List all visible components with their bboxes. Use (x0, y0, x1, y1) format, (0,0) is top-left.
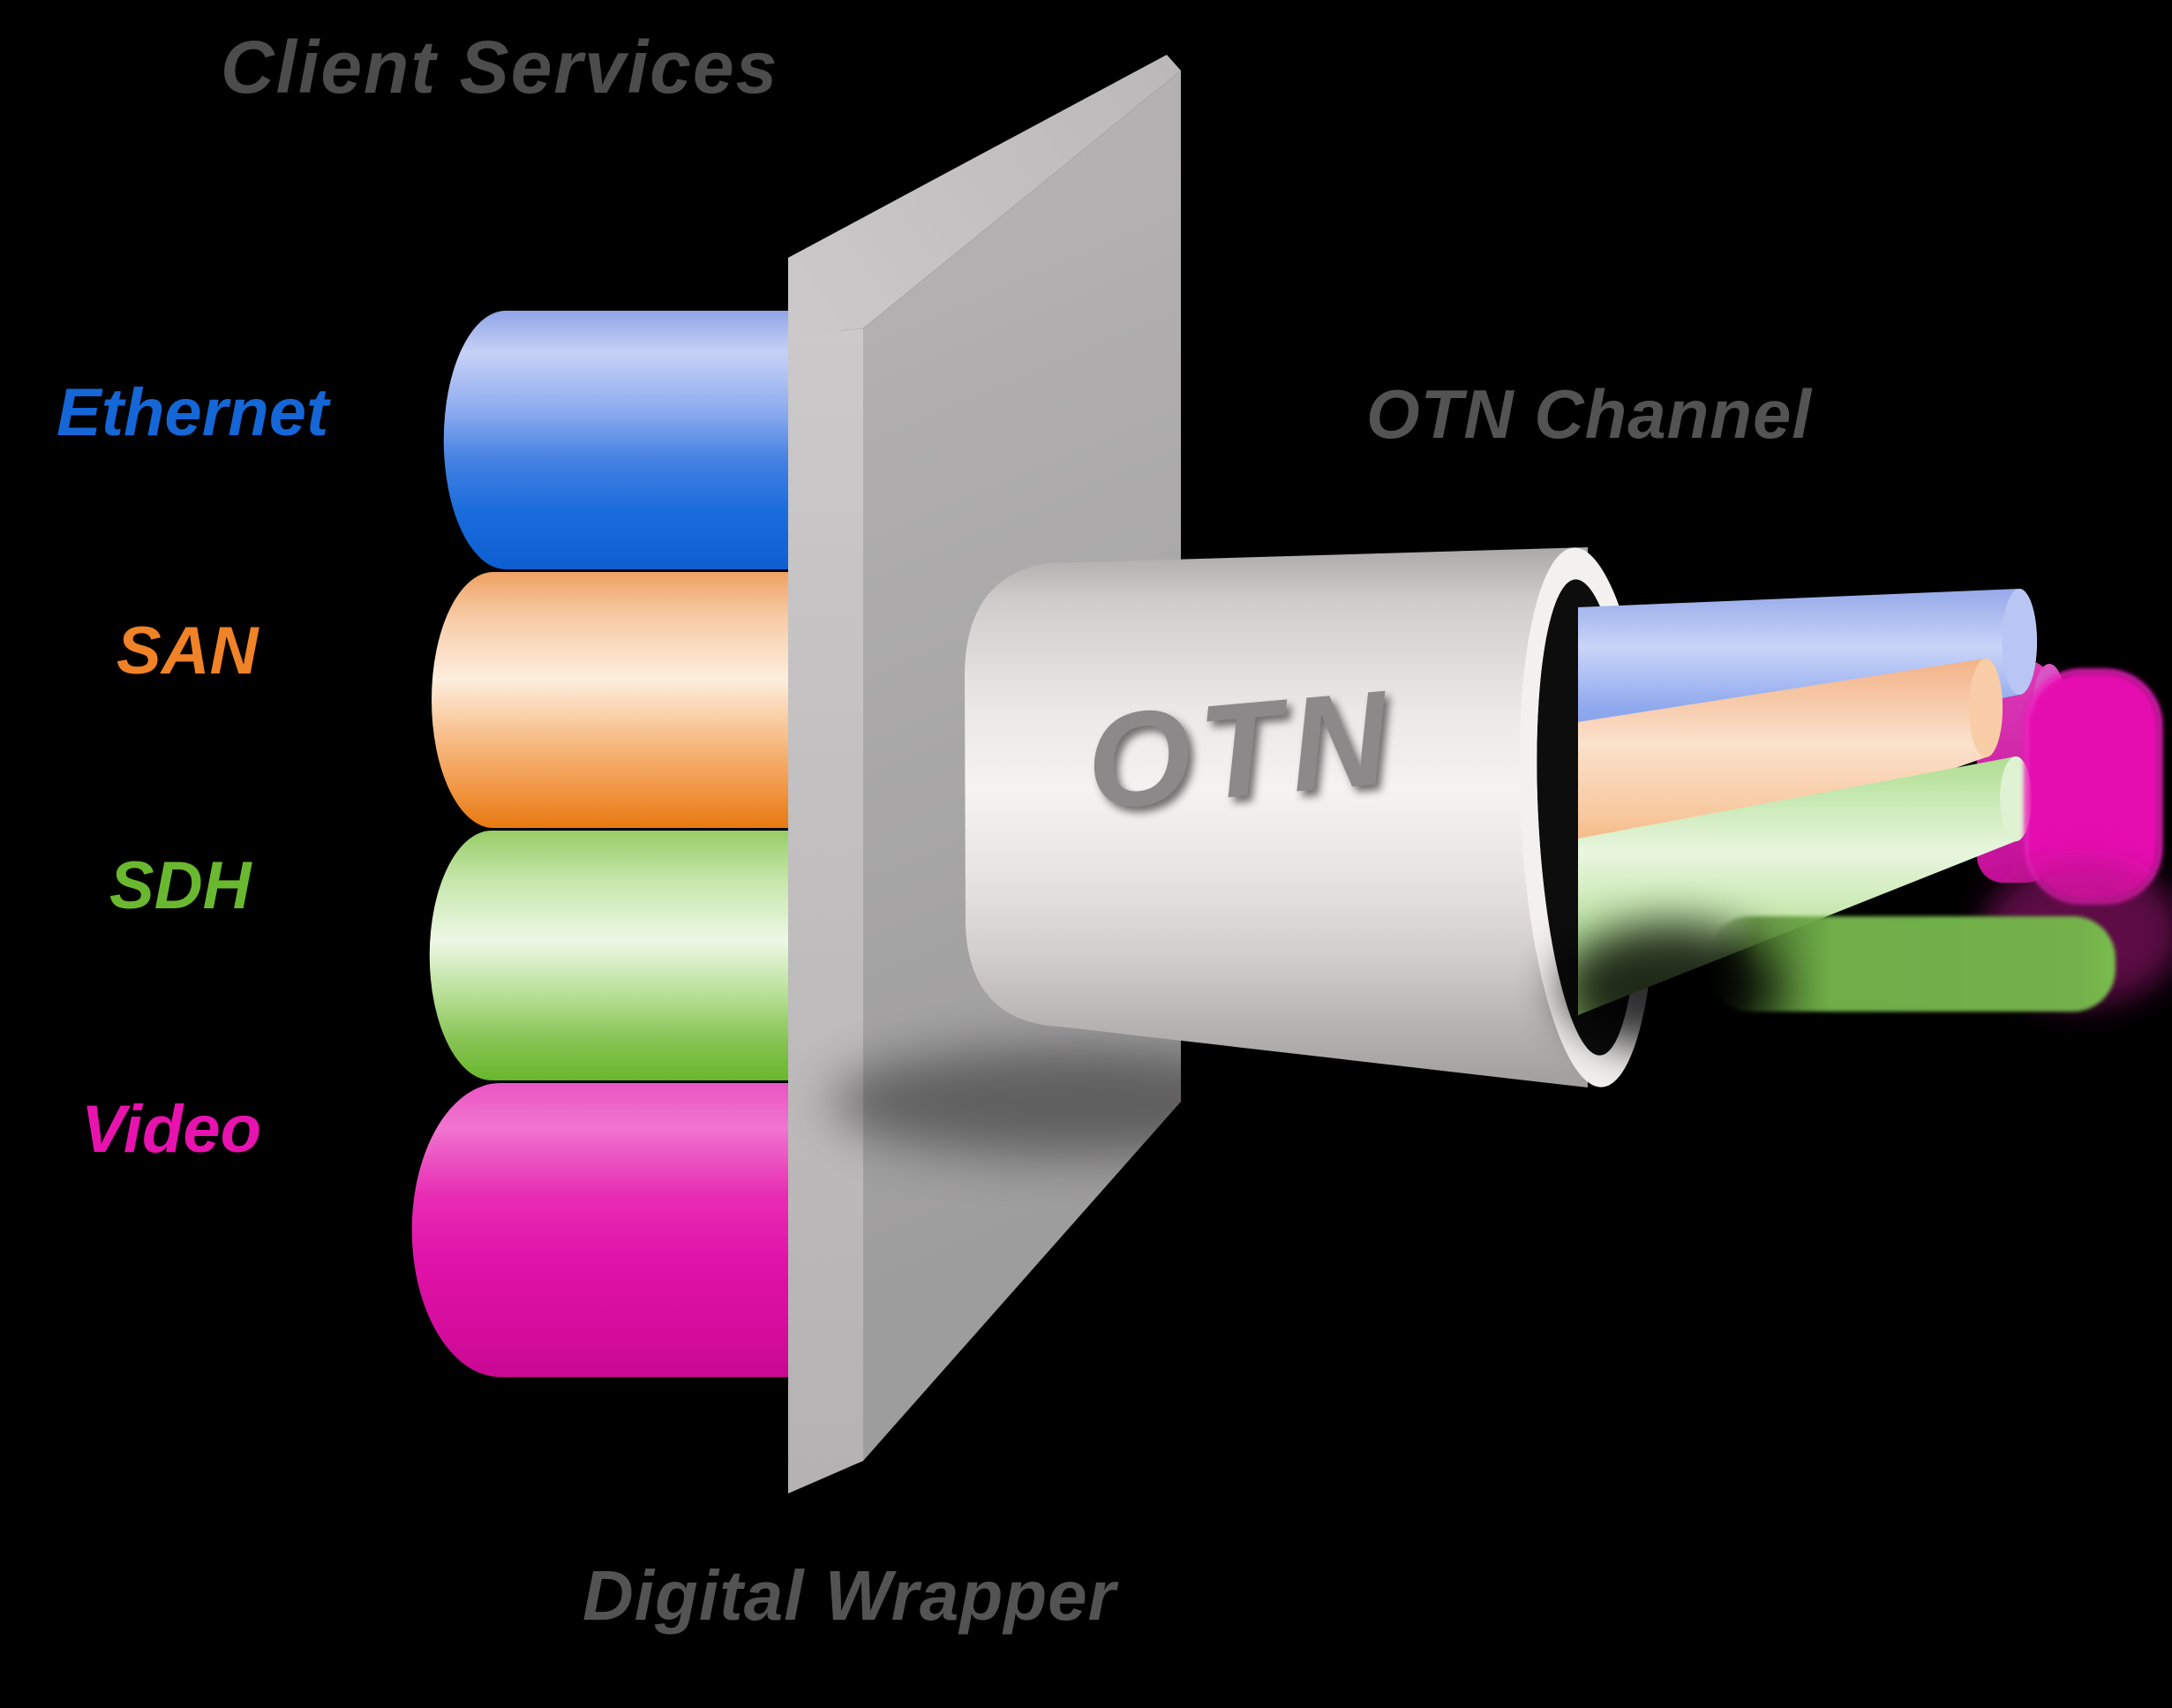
san-label: SAN (116, 613, 259, 688)
video-label: Video (81, 1092, 262, 1167)
otn-tube-label: OTN (1080, 661, 1402, 839)
ethernet-channel-cap (2002, 589, 2037, 695)
sdh-channel-cap (2000, 756, 2032, 841)
sdh-tube (429, 831, 838, 1080)
sdh-glow-shadow (1560, 923, 1781, 1050)
digital-wrapper-label: Digital Wrapper (582, 1556, 1116, 1635)
client-services-title: Client Services (221, 26, 779, 109)
otn-channel-label: OTN Channel (1366, 375, 1813, 453)
ethernet-label: Ethernet (56, 375, 329, 450)
otn-tube-body (965, 547, 1588, 1087)
video-tube (411, 1083, 838, 1377)
san-channel-cap (1969, 658, 2003, 757)
sdh-glow (1560, 916, 2116, 1050)
ethernet-tube (443, 311, 838, 569)
sdh-label: SDH (109, 848, 252, 923)
tube-shadow (830, 1047, 1315, 1156)
panel-top-bevel (788, 55, 1181, 335)
san-tube (432, 572, 838, 828)
panel-left-edge (788, 328, 863, 1494)
